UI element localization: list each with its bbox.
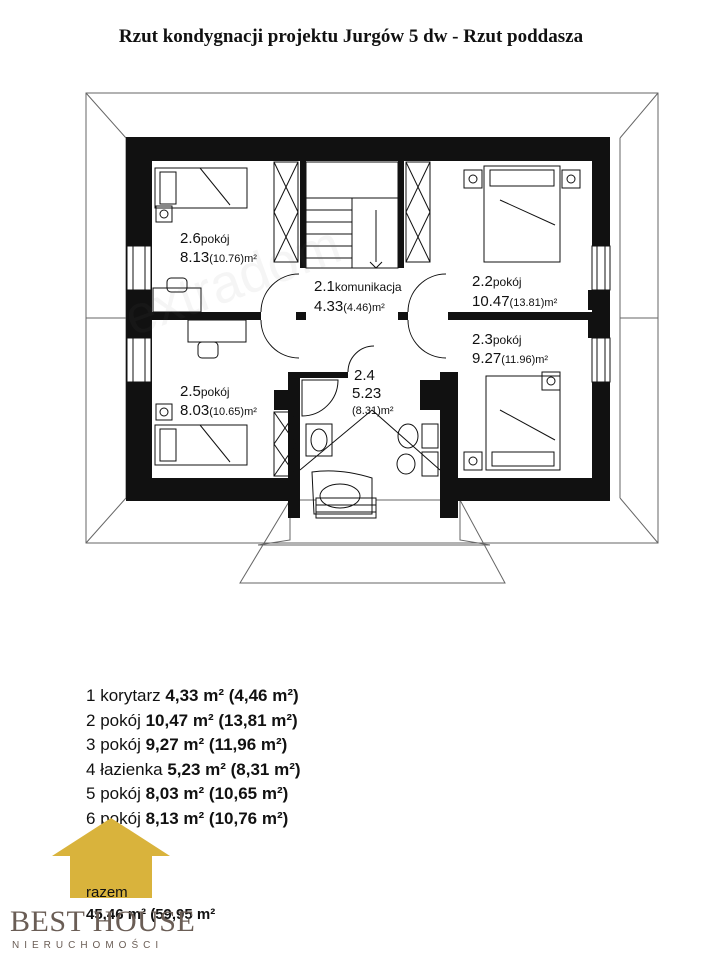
total-value: 45,46 m² (59,95 m² [86, 906, 216, 923]
total-label: razem [86, 884, 128, 901]
room-unit: m² [244, 406, 257, 418]
room-gross-area: (10.65) [209, 406, 244, 418]
room-name: pokój [493, 275, 522, 289]
room-area: 9.27 [472, 350, 501, 367]
room-name: komunikacja [335, 280, 402, 294]
room-number: 2.3 [472, 331, 493, 348]
roof-outline [85, 92, 659, 584]
area-legend: 1 korytarz 4,33 m² (4,46 m²) 2 pokój 10,… [86, 684, 301, 831]
legend-row: 3 pokój 9,27 m² (11,96 m²) [86, 735, 288, 754]
svg-text:8.13(10.76)m²: 8.13(10.76)m² [180, 249, 257, 266]
svg-text:9.27(11.96)m²: 9.27(11.96)m² [472, 350, 548, 367]
room-gross-area: (4.46) [343, 302, 372, 314]
svg-text:2.5pokój: 2.5pokój [180, 383, 230, 400]
room-unit: m² [544, 297, 557, 309]
svg-text:2.3pokój: 2.3pokój [472, 331, 522, 348]
desks [152, 277, 247, 359]
room-name: pokój [201, 232, 230, 246]
svg-text:2.4: 2.4 [354, 367, 375, 384]
room-name: pokój [493, 333, 522, 347]
doors [260, 273, 447, 373]
room-unit: m² [381, 405, 394, 417]
room-area: 4.33 [314, 298, 343, 315]
room-area: 8.13 [180, 249, 209, 266]
brand-subtitle: NIERUCHOMOŚCI [12, 940, 164, 951]
svg-text:8.03(10.65)m²: 8.03(10.65)m² [180, 402, 257, 419]
room-label-2-2: 2.2pokój 10.47(13.81)m² [472, 273, 558, 310]
wardrobes [273, 161, 431, 477]
room-name: pokój [201, 385, 230, 399]
legend-row: 5 pokój 8,03 m² (10,65 m²) [86, 784, 289, 803]
page-title: Rzut kondygnacji projektu Jurgów 5 dw - … [118, 26, 584, 47]
staircase [305, 161, 399, 269]
svg-text:2.2pokój: 2.2pokój [472, 273, 522, 290]
room-unit: m² [535, 354, 548, 366]
walls [126, 137, 610, 518]
svg-text:(8.31)m²: (8.31)m² [352, 405, 394, 417]
svg-text:10.47(13.81)m²: 10.47(13.81)m² [472, 293, 558, 310]
room-area: 10.47 [472, 293, 510, 310]
room-unit: m² [372, 302, 385, 314]
room-gross-area: (13.81) [510, 297, 545, 309]
room-number: 2.4 [354, 367, 375, 384]
house-logo-icon [52, 818, 170, 898]
room-gross-area: (10.76) [209, 253, 244, 265]
room-area: 8.03 [180, 402, 209, 419]
room-label-2-6: 2.6pokój 8.13(10.76)m² [180, 230, 257, 266]
legend-row: 1 korytarz 4,33 m² (4,46 m²) [86, 686, 299, 705]
room-label-2-5: 2.5pokój 8.03(10.65)m² [180, 383, 257, 419]
legend-row: 2 pokój 10,47 m² (13,81 m²) [86, 710, 298, 730]
windows [126, 245, 611, 519]
room-gross-area: (8.31) [352, 405, 381, 417]
room-number: 2.2 [472, 273, 493, 290]
room-gross-area: (11.96) [501, 354, 535, 366]
room-number: 2.5 [180, 383, 201, 400]
floor-plan: 2.6pokój 8.13(10.76)m² 2.1komunikacja 4.… [85, 92, 659, 584]
brand-name: BEST HOUSE [10, 905, 196, 938]
room-number: 2.6 [180, 230, 201, 247]
svg-text:4.33(4.46)m²: 4.33(4.46)m² [314, 298, 385, 315]
room-label-2-4: 2.4 5.23 (8.31)m² [352, 367, 394, 417]
svg-text:5.23: 5.23 [352, 385, 381, 402]
room-label-2-3: 2.3pokój 9.27(11.96)m² [472, 331, 548, 367]
room-number: 2.1 [314, 278, 335, 295]
bathroom-fixtures [299, 379, 441, 515]
room-unit: m² [244, 253, 257, 265]
svg-text:2.6pokój: 2.6pokój [180, 230, 230, 247]
room-area: 5.23 [352, 385, 381, 402]
legend-row: 4 łazienka 5,23 m² (8,31 m²) [86, 759, 301, 779]
svg-text:2.1komunikacja: 2.1komunikacja [314, 278, 402, 295]
room-label-2-1: 2.1komunikacja 4.33(4.46)m² [314, 278, 402, 315]
total-area: razem 45,46 m² (59,95 m² [86, 882, 215, 926]
beds [154, 165, 581, 471]
